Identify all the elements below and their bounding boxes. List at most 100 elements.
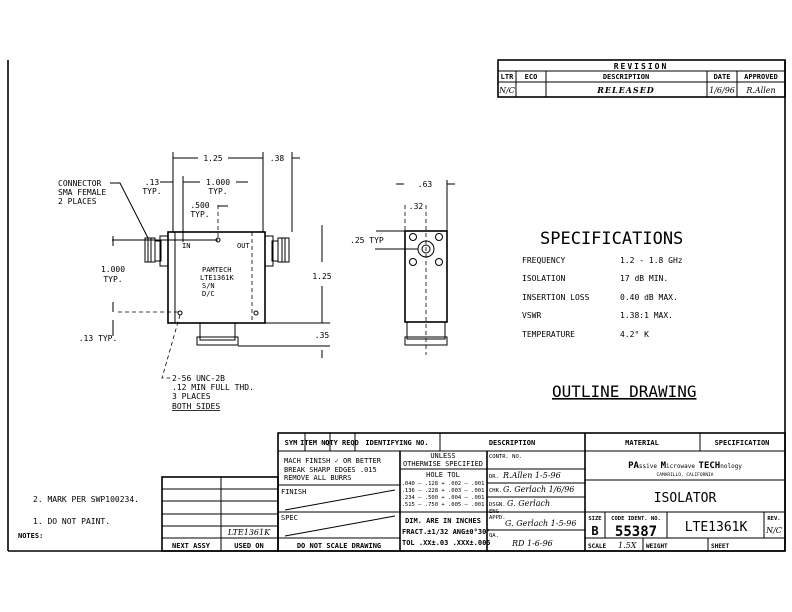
weight-label: WEIGHT — [646, 543, 668, 550]
revision-title: REVISION — [614, 62, 669, 71]
header-item-no: ITEM NO. — [300, 439, 334, 447]
thread-callout-line-1: 2-56 UNC-2B — [172, 374, 225, 383]
hole-tol-row: .234 — .500 + .004 — .001 — [402, 495, 485, 501]
dim-half: .500 — [190, 201, 209, 210]
dim-width: 1.25 — [203, 154, 222, 163]
specifications: SPECIFICATIONS FREQUENCY 1.2 - 1.8 GHz I… — [522, 229, 683, 339]
header-identifying-no: IDENTIFYING NO. — [365, 439, 428, 447]
spec-label: FREQUENCY — [522, 256, 566, 265]
top-view-dimensions: 1.25 .38 .13 TYP. 1.000 TYP. .500 TYP. 1… — [79, 152, 332, 358]
dr-signature: R.Allen 1-5-96 — [502, 471, 561, 480]
dsgn-signature: G. Gerlach — [507, 499, 550, 508]
revision-block: REVISION LTR ECO DESCRIPTION DATE APPROV… — [497, 59, 786, 98]
notes: 2. MARK PER SWP100234. 1. DO NOT PAINT. … — [18, 495, 139, 540]
marking-line-2: LTE1361K — [200, 274, 235, 282]
header-description: DESCRIPTION — [489, 439, 535, 447]
unless-line-1: UNLESS — [430, 452, 455, 460]
rev-label: REV. — [767, 516, 780, 522]
header-sym: SYM — [285, 439, 298, 447]
finish-note-3: REMOVE ALL BURRS — [284, 474, 351, 482]
drawing-title: OUTLINE DRAWING — [552, 382, 697, 401]
marking-line-3: S/N — [202, 282, 215, 290]
spec-label: SPEC — [281, 514, 298, 522]
port-in-label: IN — [182, 242, 190, 250]
connector-callout-line-3: 2 PLACES — [58, 197, 97, 206]
dim-hole-offset: .13 TYP. — [79, 334, 118, 343]
thread-callout-line-4: BOTH SIDES — [172, 402, 220, 411]
spec-value: 4.2° K — [620, 330, 649, 339]
dim-conn-offset: .13 — [145, 178, 160, 187]
dim-conn-offset-typ: TYP. — [142, 187, 161, 196]
spec-label: TEMPERATURE — [522, 330, 575, 339]
spec-row-temperature: TEMPERATURE 4.2° K — [522, 330, 649, 339]
fract-tolerance: FRACT.±1/32 ANG±0°30' — [402, 528, 491, 536]
dsgn-label: DSGN. — [489, 502, 506, 508]
contr-label: CONTR. NO. — [489, 454, 522, 460]
unless-line-2: OTHERWISE SPECIFIED — [403, 460, 483, 468]
chk-label: CHK. — [489, 488, 502, 494]
end-view: .63 .32 .25 TYP — [350, 180, 455, 355]
marking-line-1: PAMTECH — [202, 266, 232, 274]
spec-value: 0.40 dB MAX. — [620, 293, 678, 302]
title-block: SYM ITEM NO. QTY REQD IDENTIFYING NO. DE… — [277, 432, 786, 552]
chk-signature: G. Gerlach 1/6/96 — [503, 485, 574, 494]
connector-callout-line-1: CONNECTOR — [58, 179, 102, 188]
dim-half-typ: TYP. — [190, 210, 209, 219]
size-label: SIZE — [588, 516, 601, 522]
rev-approved: R.Allen — [745, 86, 775, 95]
qa-label: QA. — [489, 533, 499, 539]
drawing-number: LTE1361K — [685, 520, 748, 535]
finish-label: FINISH — [281, 488, 306, 496]
sheet-label: SHEET — [711, 543, 729, 550]
specifications-title: SPECIFICATIONS — [540, 229, 683, 249]
next-assy-header: NEXT ASSY — [172, 542, 211, 550]
notes-label: NOTES: — [18, 532, 43, 540]
company-logo: PAssive Microwave TECHnology CAMARILLO, … — [628, 461, 742, 478]
finish-note-1: MACH FINISH ✓ OR BETTER — [284, 457, 382, 465]
dim-height: 1.25 — [312, 272, 331, 281]
spec-value: 1.38:1 MAX. — [620, 311, 673, 320]
part-title: ISOLATOR — [654, 491, 717, 506]
hole-tol-title: HOLE TOL — [426, 471, 460, 479]
header-qty: QTY REQD — [325, 439, 359, 447]
svg-text:PAssive Microwave TECHnology: PAssive Microwave TECHnology — [628, 461, 742, 471]
hole-tol-row: .515 — .750 + .005 — .001 — [402, 502, 485, 508]
rev-header-eco: ECO — [525, 73, 538, 81]
scale-value: 1.5X — [618, 541, 637, 550]
dim-height-left-typ: TYP. — [103, 275, 122, 284]
spec-value: 1.2 - 1.8 GHz — [620, 256, 683, 265]
spec-row-frequency: FREQUENCY 1.2 - 1.8 GHz — [522, 256, 683, 265]
top-view: IN OUT PAMTECH LTE1361K S/N D/C — [112, 231, 290, 346]
eng-signature: G. Gerlach 1-5-96 — [505, 519, 576, 528]
dim-height-left: 1.000 — [101, 265, 125, 274]
header-material: MATERIAL — [625, 439, 659, 447]
qa-signature: RD 1-6-96 — [511, 539, 553, 548]
code-ident-label: CODE IDENT. NO. — [611, 516, 661, 522]
hole-tol-row: .040 — .128 + .002 — .001 — [402, 481, 485, 487]
dims-in-inches: DIM. ARE IN INCHES — [405, 517, 481, 525]
spec-label: INSERTION LOSS — [522, 293, 590, 302]
rev-ltr: N/C — [498, 86, 515, 95]
decimal-tolerance: TOL .XX±.03 .XXX±.005 — [402, 539, 491, 547]
used-on-value: LTE1361K — [227, 528, 271, 537]
dim-spacing: 1.000 — [206, 178, 230, 187]
dim-spacing-typ: TYP. — [208, 187, 227, 196]
code-ident-value: 55387 — [615, 524, 657, 540]
next-assy-table: LTE1361K NEXT ASSY USED ON — [161, 476, 279, 552]
port-out-label: OUT — [237, 242, 250, 250]
size-value: B — [591, 524, 598, 538]
thread-callout-line-3: 3 PLACES — [172, 392, 211, 401]
dim-end-half: .32 — [409, 202, 424, 211]
note-2: 2. MARK PER SWP100234. — [33, 495, 139, 504]
rev-header-description: DESCRIPTION — [603, 73, 649, 81]
connector-callout-line-2: SMA FEMALE — [58, 188, 106, 197]
note-1: 1. DO NOT PAINT. — [33, 517, 110, 526]
right-sma-connector — [264, 235, 290, 267]
do-not-scale: DO NOT SCALE DRAWING — [297, 542, 381, 550]
dim-end-width: .63 — [418, 180, 433, 189]
rev-description: RELEASED — [596, 85, 655, 95]
company-location: CAMARILLO, CALIFORNIA — [657, 472, 714, 478]
rev-header-approved: APPROVED — [744, 73, 778, 81]
spec-label: ISOLATION — [522, 274, 566, 283]
